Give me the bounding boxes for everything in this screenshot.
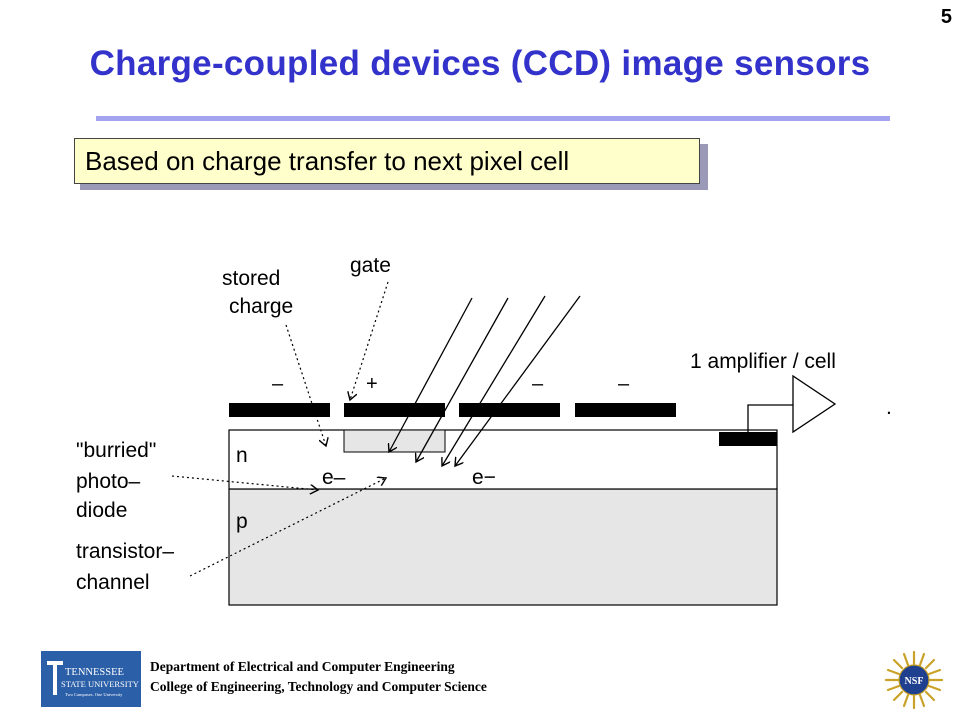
- light-ray-3: [442, 295, 546, 466]
- stored-charge-pointer: [285, 324, 326, 446]
- tsu-logo: TENNESSEE STATE UNIVERSITY Two Campuses.…: [41, 651, 141, 707]
- slide-title: Charge-coupled devices (CCD) image senso…: [89, 44, 871, 83]
- department-line: Department of Electrical and Computer En…: [150, 659, 455, 674]
- page-number: 5: [940, 6, 952, 28]
- nsf-text: NSF: [905, 676, 924, 687]
- logo-tagline: Two Campuses. One University: [65, 692, 123, 697]
- light-rays: [389, 295, 581, 466]
- amplifier-contact: [719, 432, 777, 446]
- light-ray-4: [455, 295, 581, 466]
- gate-sign-2: +: [366, 373, 378, 395]
- stored-charge-label-line1: stored: [222, 267, 280, 290]
- gate-electrode-2: [344, 403, 445, 417]
- p-region: [228, 488, 778, 606]
- title-rule: [96, 116, 890, 121]
- gate-electrode-4: [575, 403, 676, 417]
- gate-pointer: [350, 281, 389, 400]
- p-region-label: p: [236, 510, 248, 533]
- amplifier-wire: [747, 404, 793, 432]
- transistor-label-line2: channel: [76, 571, 150, 594]
- nsf-logo-icon: NSF: [884, 650, 944, 710]
- amplifier-triangle: [792, 374, 837, 434]
- callout-box: Based on charge transfer to next pixel c…: [74, 138, 700, 184]
- college-line: College of Engineering, Technology and C…: [150, 679, 487, 694]
- stored-charge-label-line2: charge: [229, 295, 293, 318]
- stray-dot: .: [886, 396, 892, 419]
- burried-label-line1: "burried": [76, 439, 156, 462]
- logo-word-2: STATE UNIVERSITY: [61, 679, 139, 689]
- ccd-diagram: – + – – n p e– e− stored charge gate 1 a…: [76, 254, 892, 606]
- electron-label-2: e−: [472, 466, 496, 489]
- amplifier-label: 1 amplifier / cell: [690, 350, 836, 373]
- channel-pointer: [189, 478, 386, 577]
- electron-label-1: e–: [322, 466, 346, 489]
- burried-label-line2: photo–: [76, 470, 141, 493]
- pointer-lines: [171, 281, 389, 577]
- burried-label-line3: diode: [76, 499, 127, 522]
- n-region: [228, 429, 778, 490]
- light-ray-2: [416, 297, 509, 462]
- logo-word-1: TENNESSEE: [65, 667, 124, 678]
- gate-sign-1: –: [272, 373, 284, 395]
- footer-text: Department of Electrical and Computer En…: [150, 657, 487, 697]
- light-ray-1: [389, 297, 473, 452]
- gate-label: gate: [350, 254, 391, 277]
- n-region-label: n: [236, 444, 248, 467]
- transistor-label-line1: transistor–: [76, 540, 174, 563]
- gate-sign-3: –: [532, 373, 544, 395]
- gate-sign-4: –: [618, 373, 630, 395]
- gate-electrode-3: [459, 403, 560, 417]
- gate-electrode-1: [229, 403, 330, 417]
